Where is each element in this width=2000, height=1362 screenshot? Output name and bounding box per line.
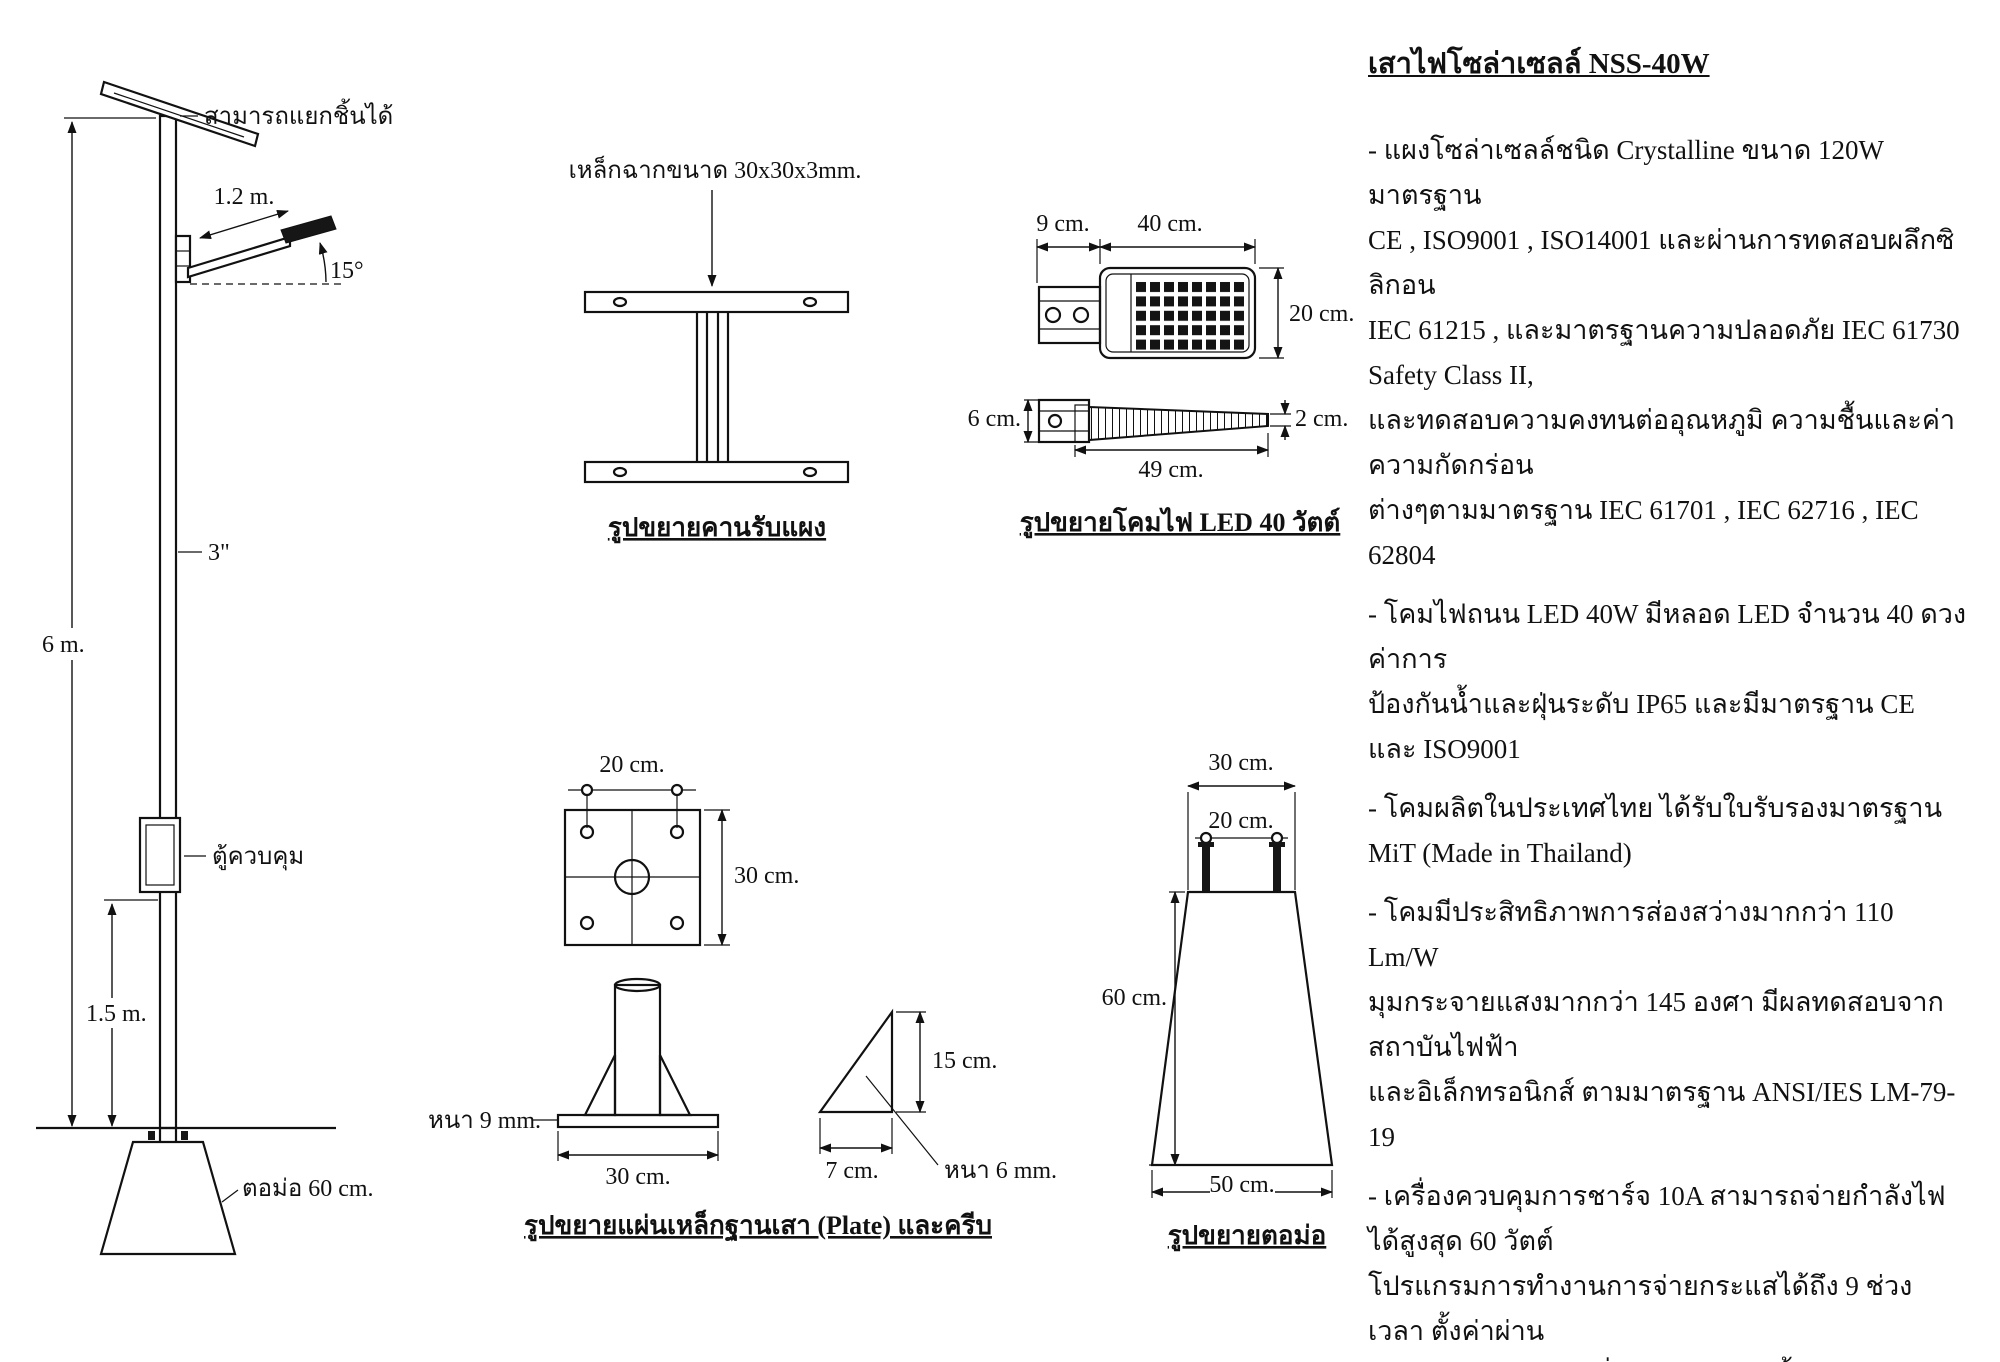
pole-elevation-drawing: 6 m. สามารถแยกชิ้นได้ 1.2 m. 15° xyxy=(36,80,393,1256)
spec-paragraph-efficiency: - โคมมีประสิทธิภาพการส่องสว่างมากกว่า 11… xyxy=(1368,897,1956,1152)
total-length-dimension: 49 cm. xyxy=(1074,433,1269,483)
top-width-dimension: 30 cm. xyxy=(1187,750,1296,890)
led-lamp-drawing: 9 cm. 40 cm. 20 cm. xyxy=(968,211,1355,539)
lamp-side-view xyxy=(1037,398,1269,444)
plate-top-view xyxy=(563,808,702,947)
spec-paragraph-mit: - โคมผลิตในประเทศไทย ได้รับใบรับรองมาตรฐ… xyxy=(1368,793,1943,868)
beam-web xyxy=(695,312,730,462)
bolt-spacing-label: 20 cm. xyxy=(1208,808,1273,834)
spec-paragraph-controller: - เครื่องควบคุมการชาร์จ 10A สามารถจ่ายกำ… xyxy=(1368,1181,1954,1362)
hole-spacing-dimension: 20 cm. xyxy=(568,752,696,828)
lower-height-dimension: 1.5 m. xyxy=(82,899,158,1127)
detach-label: สามารถแยกชิ้นได้ xyxy=(204,98,393,130)
pole xyxy=(158,114,178,1130)
fin-thickness-label: หนา 6 mm. xyxy=(944,1158,1057,1184)
base-thickness-note: หนา 9 mm. xyxy=(428,1108,558,1134)
hole-spacing-label: 20 cm. xyxy=(599,752,664,778)
pole-base-side-view xyxy=(556,977,720,1129)
fin-height-dimension: 15 cm. xyxy=(896,1011,997,1113)
led-grid xyxy=(1134,280,1246,352)
spec-paragraph-panel: - แผงโซล่าเซลล์ชนิด Crystalline ขนาด 120… xyxy=(1368,135,1960,570)
bottom-width-dimension: 50 cm. xyxy=(1151,1170,1333,1198)
control-box: ตู้ควบคุม xyxy=(138,816,304,894)
bracket-width-label: 9 cm. xyxy=(1036,211,1089,237)
plate-caption: รูปขยายแผ่นเหล็กฐานเสา (Plate) และครีบ xyxy=(524,1209,992,1243)
anchor-bolts xyxy=(1198,842,1285,892)
tilt-angle-dimension: 15° xyxy=(190,242,364,285)
total-height-dimension: 6 m. xyxy=(38,117,156,1127)
plate-size-dimension: 30 cm. xyxy=(704,809,799,946)
top-width-label: 30 cm. xyxy=(1208,750,1273,776)
control-box-label: ตู้ควบคุม xyxy=(212,844,304,871)
arm-assembly xyxy=(174,215,337,284)
height-label: 60 cm. xyxy=(1102,985,1167,1011)
height-dimension: 60 cm. xyxy=(1102,891,1185,1166)
pipe-size-label: 3" xyxy=(208,540,230,566)
angle-steel-note: เหล็กฉากขนาด 30x30x3mm. xyxy=(569,155,862,184)
body-height-dimension: 20 cm. xyxy=(1259,267,1354,359)
foundation: ตอม่อ 60 cm. xyxy=(99,1128,374,1256)
fin-height-label: 15 cm. xyxy=(932,1048,997,1074)
spec-paragraph-lamp: - โคมไฟถนน LED 40W มีหลอด LED จำนวน 40 ด… xyxy=(1368,599,1967,764)
solar-panel xyxy=(99,80,260,148)
fin-width-label: 7 cm. xyxy=(825,1158,878,1184)
foundation-drawing: 30 cm. 20 cm. 60 cm. 50 cm. รู xyxy=(1102,750,1334,1252)
base-width-label: 30 cm. xyxy=(605,1164,670,1190)
body-height-label: 20 cm. xyxy=(1289,301,1354,327)
arm-length-label: 1.2 m. xyxy=(214,184,275,210)
tilt-angle-label: 15° xyxy=(330,258,364,284)
panel-beam-drawing: เหล็กฉากขนาด 30x30x3mm. รูปขยายคานรับแผง xyxy=(569,155,862,544)
foundation-label: ตอม่อ 60 cm. xyxy=(242,1176,374,1202)
beam-bottom-flange xyxy=(583,460,850,484)
lamp-top-view xyxy=(1037,266,1257,360)
detach-note: สามารถแยกชิ้นได้ xyxy=(180,98,393,130)
base-width-dimension: 30 cm. xyxy=(557,1131,719,1190)
body-width-dimension: 40 cm. xyxy=(1099,211,1256,252)
side-height-label: 6 cm. xyxy=(968,406,1021,432)
arm-length-dimension: 1.2 m. xyxy=(199,184,289,240)
spec-column: เสาไฟโซล่าเซลล์ NSS-40W - แผงโซล่าเซลล์ช… xyxy=(1368,44,1968,1362)
lower-height-label: 1.5 m. xyxy=(86,1001,147,1027)
total-length-label: 49 cm. xyxy=(1138,457,1203,483)
beam-top-flange xyxy=(583,290,850,314)
pipe-size-note: 3" xyxy=(178,540,230,566)
fin-width-dimension: 7 cm. xyxy=(819,1118,893,1184)
spec-title: เสาไฟโซล่าเซลล์ NSS-40W xyxy=(1368,48,1710,80)
lamp-caption: รูปขยายโคมไฟ LED 40 วัตต์ xyxy=(1020,506,1341,539)
plate-size-label: 30 cm. xyxy=(734,863,799,889)
foundation-body xyxy=(1150,890,1334,1167)
total-height-label: 6 m. xyxy=(42,632,85,658)
end-height-label: 2 cm. xyxy=(1295,406,1348,432)
lamp-head xyxy=(280,215,337,244)
bottom-width-label: 50 cm. xyxy=(1209,1172,1274,1198)
bolt-spacing-dimension: 20 cm. xyxy=(1195,808,1288,845)
body-width-label: 40 cm. xyxy=(1137,211,1202,237)
end-height-dimension: 2 cm. xyxy=(1270,400,1348,440)
fin-side-view xyxy=(817,1008,894,1114)
beam-caption: รูปขยายคานรับแผง xyxy=(608,513,826,544)
base-thickness-label: หนา 9 mm. xyxy=(428,1108,541,1134)
fin-thickness-note: หนา 6 mm. xyxy=(865,1075,1057,1184)
side-height-dimension: 6 cm. xyxy=(968,399,1043,443)
base-plate-drawing: 20 cm. 30 cm. หนา 9 mm. xyxy=(428,752,1057,1243)
foundation-caption: รูปขยายตอม่อ xyxy=(1168,1221,1327,1252)
